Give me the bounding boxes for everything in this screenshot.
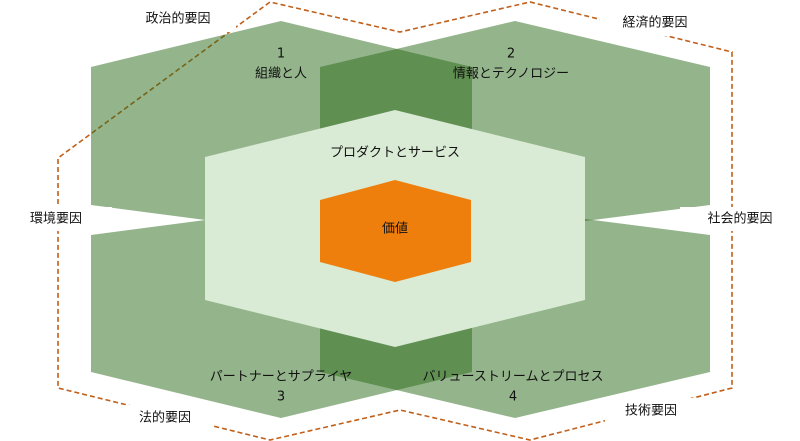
factor-technological: 技術要因 xyxy=(625,404,677,419)
factor-social: 社会的要因 xyxy=(707,211,772,227)
dimension-3-label: パートナーとサプライヤ xyxy=(210,370,353,385)
value-hexagon xyxy=(320,180,471,282)
dimension-1-number: 1 xyxy=(277,47,285,62)
factor-economic: 経済的要因 xyxy=(622,15,687,31)
products-services-label: プロダクトとサービス xyxy=(330,146,460,161)
factor-legal: 法的要因 xyxy=(139,410,191,426)
dimension-4-label: バリューストリームとプロセス xyxy=(423,370,604,385)
dimension-2-label: 情報とテクノロジー xyxy=(453,67,569,82)
factor-environmental: 環境要因 xyxy=(30,212,82,227)
dimension-2-number: 2 xyxy=(507,47,515,62)
dimension-1-label: 組織と人 xyxy=(255,67,307,82)
factor-political: 政治的要因 xyxy=(145,11,210,27)
dimension-4-number: 4 xyxy=(509,390,517,405)
value-label: 価値 xyxy=(382,221,408,237)
dimension-3-number: 3 xyxy=(277,390,285,405)
